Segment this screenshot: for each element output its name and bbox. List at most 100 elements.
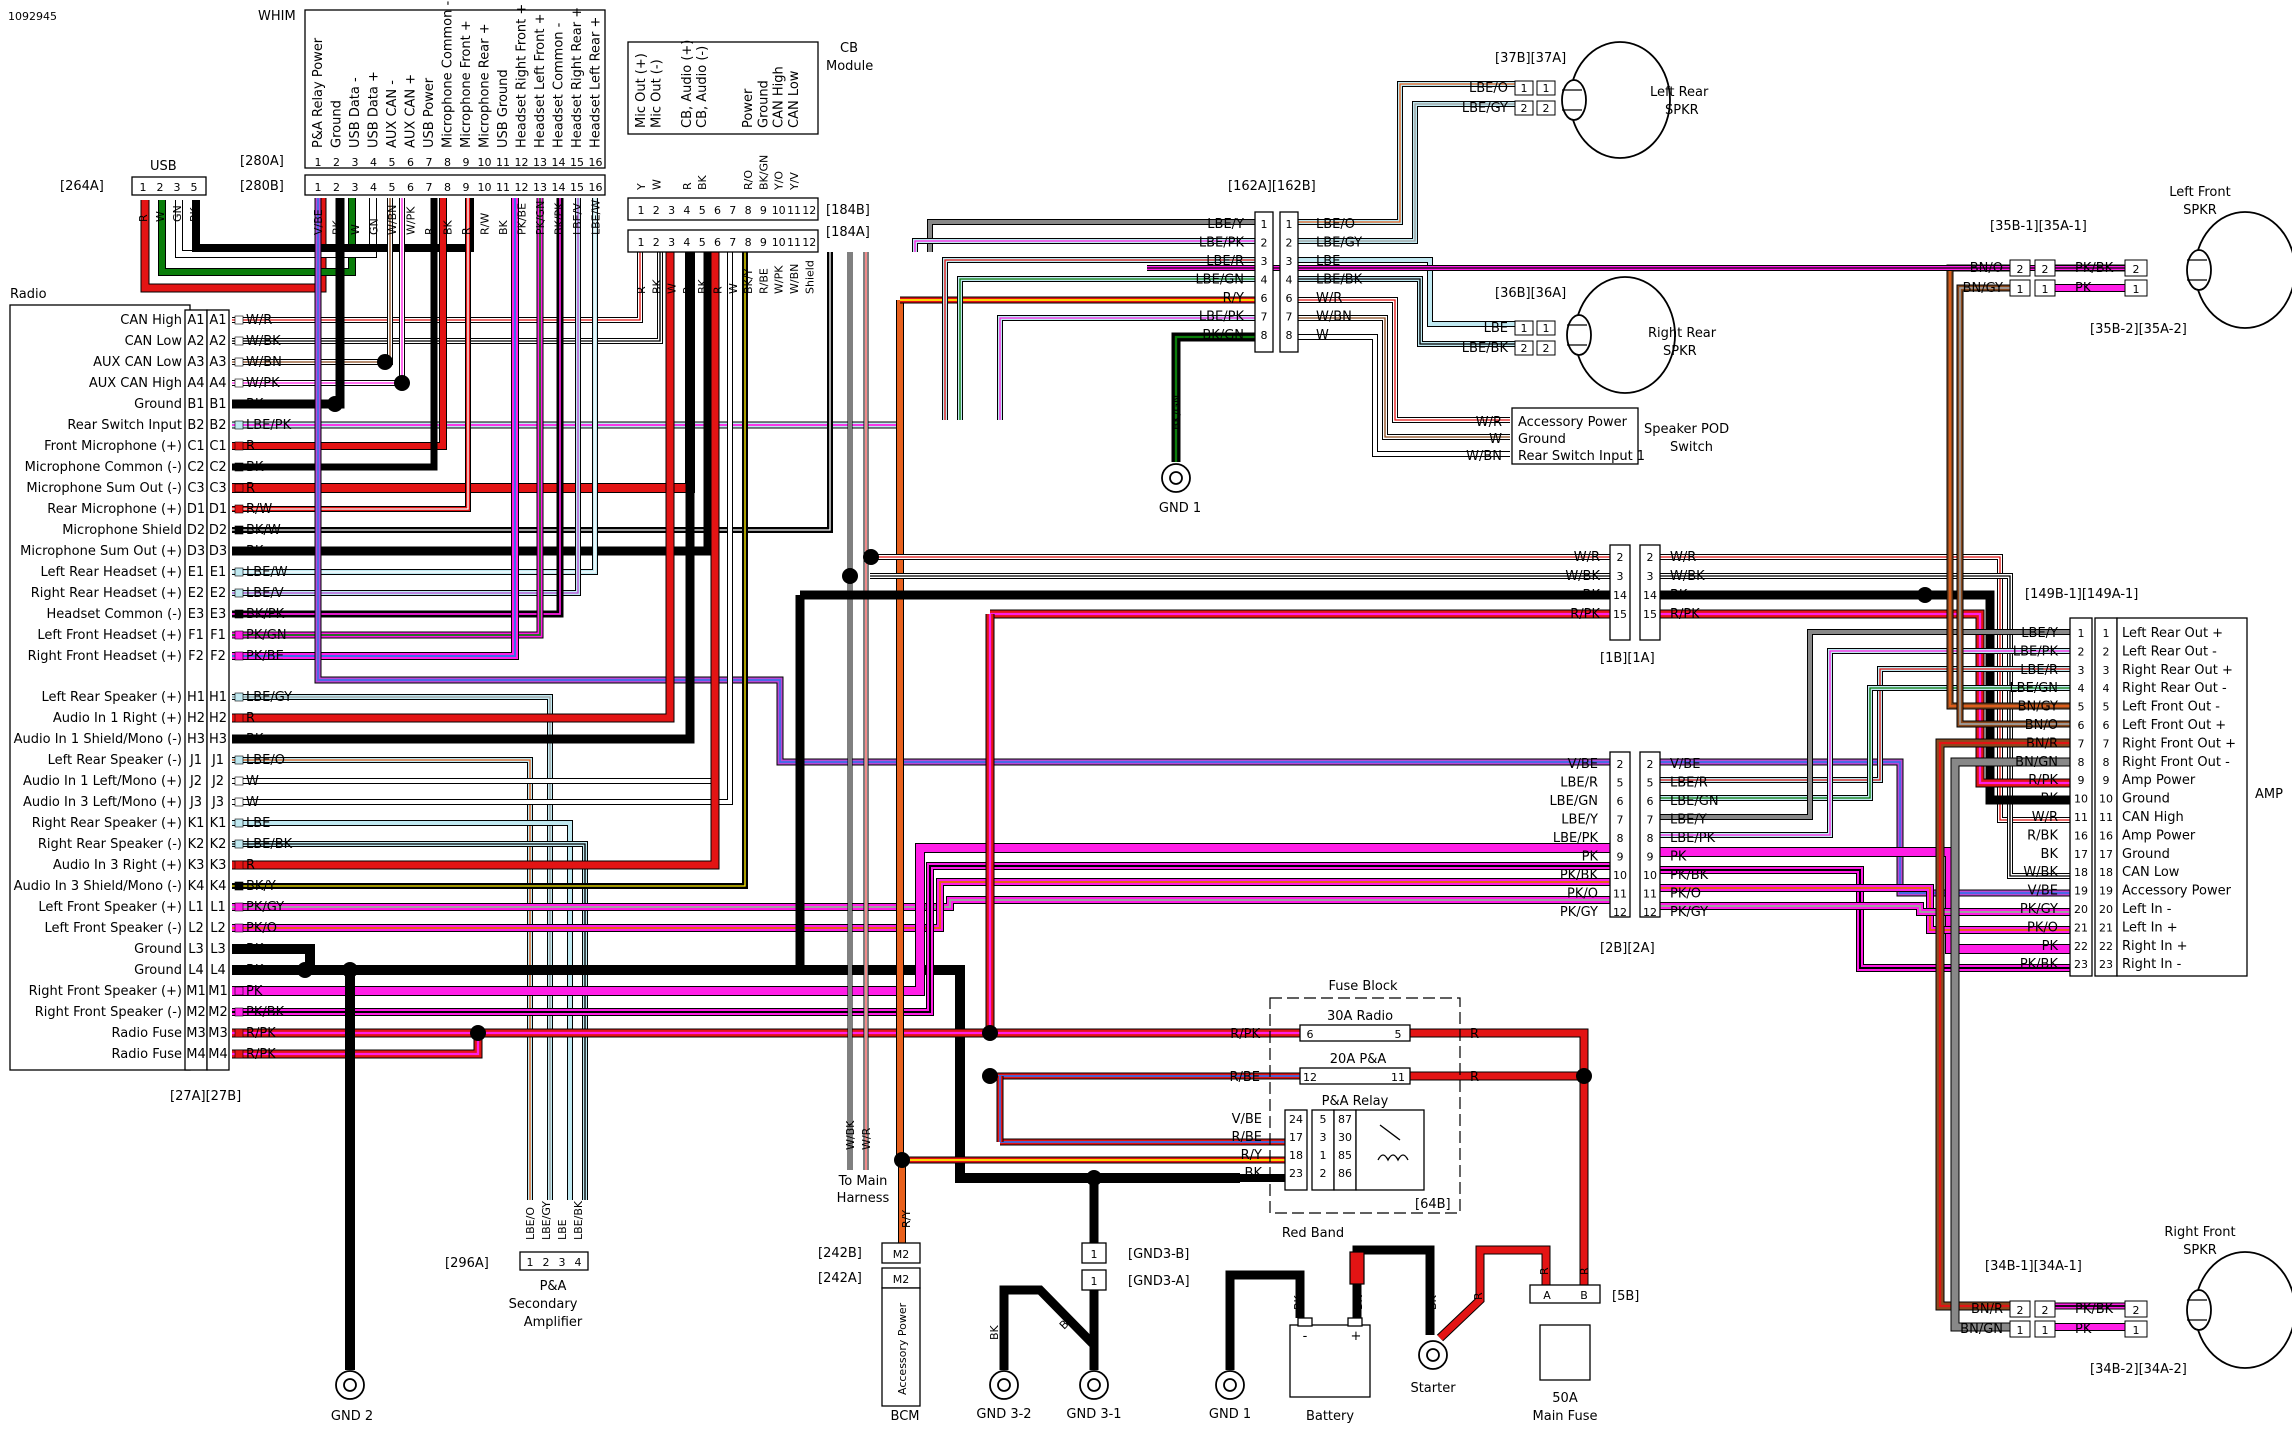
whim-pin: 4 xyxy=(370,181,377,194)
radio-pin-id: D1 xyxy=(187,502,205,517)
c2-left-wire: LBE/Y xyxy=(1561,813,1598,828)
radio-wire-code: R xyxy=(246,439,255,454)
whim-function: Microphone Rear + xyxy=(478,23,493,148)
whim-connector-b: [280B] xyxy=(240,179,284,194)
right-front-pin-l-b xyxy=(2034,1300,2056,1318)
right-rear-pos xyxy=(1298,257,1515,327)
radio-wire-swatch xyxy=(234,420,244,430)
c2-right-wire: PK xyxy=(1670,850,1687,865)
cb-title-2: Module xyxy=(826,59,873,74)
cb-connector-a xyxy=(627,197,819,221)
c1-pin-b: 15 xyxy=(1643,608,1657,621)
usb-connector xyxy=(131,176,207,196)
battery-neg-sign: - xyxy=(1303,1329,1308,1344)
left-front-pin-l xyxy=(2009,279,2031,297)
whim-function: Headset Left Front + xyxy=(533,14,548,149)
c1-rpk-amp xyxy=(1660,609,2070,788)
whim-pin: 10 xyxy=(478,181,492,194)
amp-wire: PK/GY xyxy=(2020,902,2058,917)
c162-right-wire: LBE/GY xyxy=(1316,236,1362,251)
radio-wire-swatch xyxy=(234,839,244,849)
wire-stripe xyxy=(1298,103,1515,242)
radio-pin-id-b: H1 xyxy=(209,690,227,705)
right-rear-wire: LBE xyxy=(1484,321,1508,336)
left-front-connector-bot: [35B-2][35A-2] xyxy=(2090,322,2187,337)
c1-pin-b: 2 xyxy=(1647,551,1654,564)
amp-function: Right Rear Out - xyxy=(2122,681,2227,696)
splice-ground-2 xyxy=(342,962,358,978)
usb-wire-code: W xyxy=(154,211,167,222)
amp-function: Right Front Out + xyxy=(2122,736,2236,751)
left-front-pin-l-b xyxy=(2034,279,2056,297)
right-rear-pin xyxy=(1514,320,1534,336)
usb-pin: 1 xyxy=(140,181,147,194)
starter-r xyxy=(1436,1245,1551,1342)
c162-right-wire: LBE/O xyxy=(1316,217,1355,232)
amp-pin-b: 18 xyxy=(2099,866,2113,879)
radio-wire-code: LBE/W xyxy=(246,565,288,580)
amp-function: Right Front Out - xyxy=(2122,755,2230,770)
amp-wire: V/BE xyxy=(2028,884,2058,899)
amp-pin-b: 3 xyxy=(2103,664,2110,677)
wire-stripe xyxy=(959,278,1255,420)
right-front-title-2: SPKR xyxy=(2183,1243,2217,1258)
wire-core xyxy=(176,198,376,257)
gnd1-top-terminal-hole xyxy=(1169,471,1183,485)
radio-pin-id-b: L3 xyxy=(210,942,226,957)
bcm-connector-2: [242A] xyxy=(818,1271,862,1286)
right-front-pin-r-number: 1 xyxy=(2133,1324,2140,1337)
gnd1-top-wire xyxy=(1171,332,1255,462)
radio-title: Radio xyxy=(10,287,47,302)
main-fuse-connector-label: [5B] xyxy=(1612,1289,1639,1304)
c2-right-wire: LBE/PK xyxy=(1670,831,1716,846)
wire-core xyxy=(232,252,712,555)
amp-pin: 7 xyxy=(2078,737,2085,750)
cb-pin: 2 xyxy=(653,204,660,217)
cb-pin-b: 1 xyxy=(638,236,645,249)
radio-wire-code: LBE/V xyxy=(246,586,284,601)
radio-pin-id-b: C1 xyxy=(209,439,226,454)
wire-stripe xyxy=(1660,905,2070,913)
radio-pin-name: Left Rear Speaker (-) xyxy=(48,753,182,768)
c1-right-wire: R/PK xyxy=(1670,607,1700,622)
starter-title: Starter xyxy=(1410,1381,1456,1396)
wire-stripe xyxy=(999,317,1255,420)
amp-pin-b: 1 xyxy=(2103,627,2110,640)
radio-pin-name: Left Rear Speaker (+) xyxy=(41,690,182,705)
wire-core xyxy=(232,844,1610,995)
radio-wire-swatch xyxy=(234,755,244,765)
cb-function: CB, Audio (-) xyxy=(695,46,710,128)
headset-rf-wire xyxy=(232,198,519,660)
c1-right-wire: BK xyxy=(1670,588,1688,603)
radio-pin-id: M4 xyxy=(186,1047,206,1062)
wire-stripe xyxy=(944,259,1255,420)
left-front-connector-top: [35B-1][35A-1] xyxy=(1990,219,2087,234)
radio-pin-id-b: K2 xyxy=(210,837,227,852)
relay-label: P&A Relay xyxy=(1322,1094,1389,1109)
amp-wire: LBE/PK xyxy=(2013,644,2059,659)
left-front-pin-l xyxy=(2009,259,2031,277)
main-harness-label-2: Harness xyxy=(837,1191,890,1206)
wire-stripe xyxy=(1660,612,2070,785)
left-front-pin-l-number: 2 xyxy=(2017,263,2024,276)
audio3-right-wire xyxy=(232,252,720,870)
amp-pin-b: 10 xyxy=(2099,793,2113,806)
wire-stripe xyxy=(1298,278,1515,345)
left-front-pin-r-number: 2 xyxy=(2133,263,2140,276)
radio-wire-code: BK xyxy=(246,963,264,978)
radio-pin-id-b: A2 xyxy=(209,334,226,349)
whim-wire-code: BK xyxy=(497,219,510,235)
right-rear-pin-b xyxy=(1536,340,1556,356)
radio-pin-name: Left Front Speaker (+) xyxy=(38,900,182,915)
amp-pin: 2 xyxy=(2078,645,2085,658)
amp-function: Left In - xyxy=(2122,902,2172,917)
c2-a xyxy=(1609,751,1631,918)
relay-pin-b: 3 xyxy=(1320,1131,1327,1144)
left-front-right-wire: PK/BK xyxy=(2075,261,2114,276)
lbe-r-162 xyxy=(942,257,1255,420)
amp296-wire: LBE/BK xyxy=(572,1200,585,1240)
c2-right-wire: LBE/Y xyxy=(1670,813,1707,828)
wire-outline xyxy=(232,252,718,784)
